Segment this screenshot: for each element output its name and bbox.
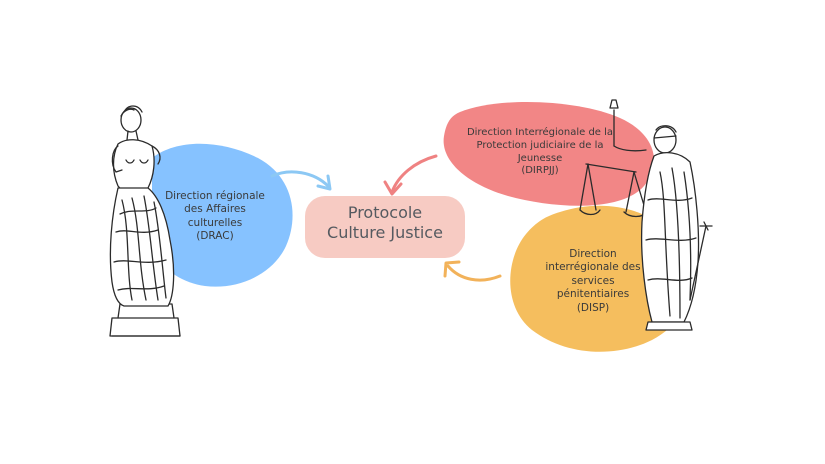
venus-de-milo-statue-icon bbox=[109, 105, 181, 337]
dirpjj-line-3: Jeunesse bbox=[517, 152, 563, 164]
disp-line-1: Direction bbox=[569, 248, 617, 260]
arrow-drac-to-center bbox=[270, 170, 332, 191]
center-line-1: Protocole bbox=[347, 203, 423, 222]
disp-label: Direction interrégionale des services pé… bbox=[528, 248, 658, 315]
drac-line-1: Direction régionale bbox=[165, 190, 265, 202]
center-box bbox=[305, 196, 465, 258]
dirpjj-line-4: (DIRPJJ) bbox=[521, 165, 559, 177]
dirpjj-line-2: Protection judiciaire de la bbox=[476, 139, 604, 151]
dirpjj-line-1: Direction Interrégionale de la bbox=[466, 127, 614, 138]
disp-line-3: services bbox=[571, 274, 615, 287]
drac-line-4: (DRAC) bbox=[196, 230, 234, 243]
drac-line-2: des Affaires bbox=[184, 203, 246, 216]
dirpjj-label: Direction Interrégionale de la Protectio… bbox=[450, 127, 630, 178]
center-line-2: Culture Justice bbox=[327, 223, 443, 242]
arrow-dirpjj-to-center bbox=[383, 154, 438, 196]
arrow-disp-to-center bbox=[443, 260, 502, 282]
dirpjj-blob bbox=[443, 101, 654, 206]
disp-line-4: pénitentiaires bbox=[556, 288, 630, 301]
drac-label: Direction régionale des Affaires culture… bbox=[150, 190, 280, 244]
disp-line-2: interrégionale des bbox=[545, 261, 641, 274]
disp-line-5: (DISP) bbox=[576, 301, 610, 314]
lady-justice-statue-icon bbox=[579, 99, 713, 331]
center-label: Protocole Culture Justice bbox=[300, 203, 470, 243]
drac-line-3: culturelles bbox=[187, 216, 243, 229]
drac-blob bbox=[152, 143, 293, 287]
